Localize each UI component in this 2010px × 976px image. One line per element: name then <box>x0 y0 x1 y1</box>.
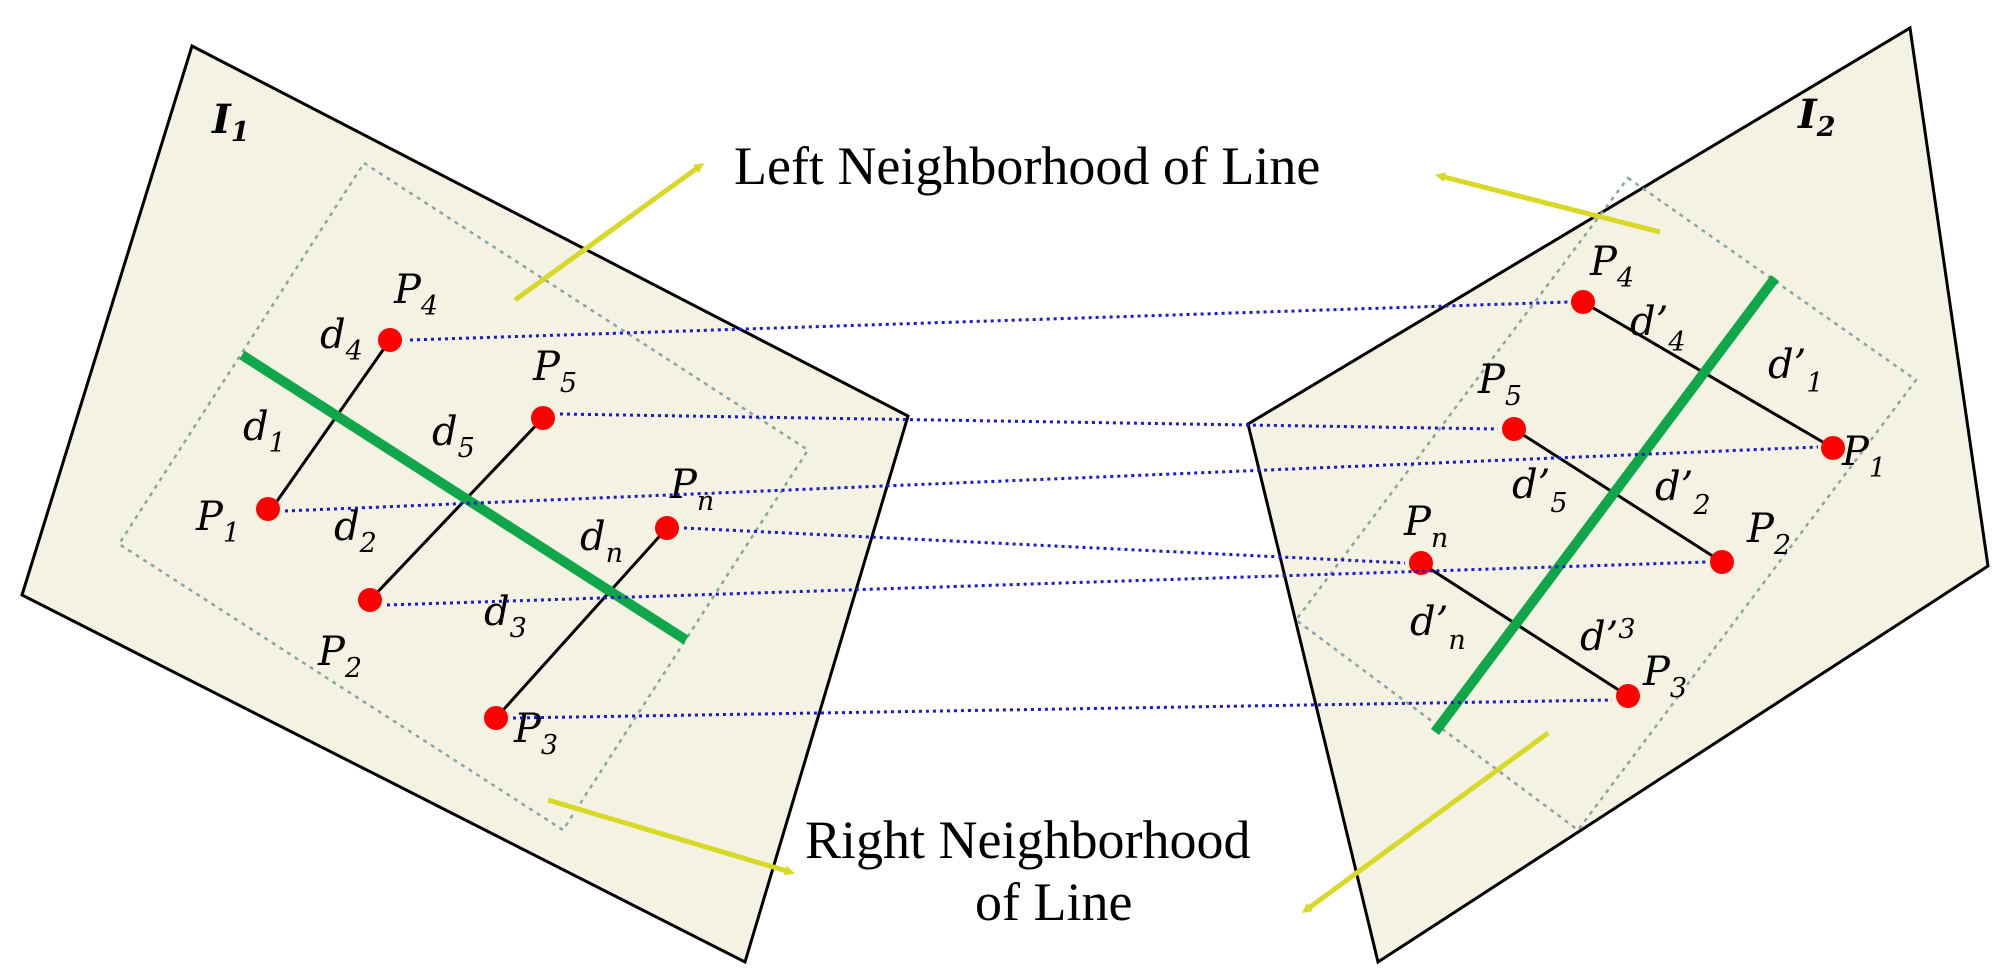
right-label-d1: d’1 <box>1768 342 1824 399</box>
left-label-d2: d2 <box>334 504 377 559</box>
left-label-d3: d3 <box>484 589 527 644</box>
right-label-p3: P3 <box>1642 649 1687 704</box>
arrow-left-neighborhood-from-i1 <box>513 163 705 303</box>
right-neighborhood-region <box>1294 176 1918 832</box>
right-point-p4 <box>1571 290 1595 314</box>
match-line-p5 <box>559 412 1499 431</box>
right-label-pn: Pn <box>1403 499 1448 554</box>
arrow-right-neighborhood-from-i2 <box>1301 730 1550 913</box>
right-point-pn <box>1409 551 1433 575</box>
match-line-pn <box>683 526 1406 565</box>
right-neighborhood-caption-line1: Right Neighborhood <box>805 810 1250 870</box>
left-d3-dn-segment <box>494 526 669 720</box>
right-label-d4: d’4 <box>1630 299 1686 358</box>
right-neighborhood-caption-line2: of Line <box>975 872 1132 932</box>
right-green-line <box>1430 275 1780 735</box>
right-image-panel: I2 P4 P5 P1 Pn P2 P3 d’4 d’1 d’5 d’2 d’n… <box>1246 25 1990 965</box>
match-line-p2 <box>386 560 1707 607</box>
right-point-p2 <box>1710 550 1734 574</box>
left-point-p5 <box>531 406 555 430</box>
left-label-dn: dn <box>580 514 623 569</box>
right-label-p4: P4 <box>1589 239 1634 294</box>
right-label-d3: d’3 <box>1580 614 1636 660</box>
left-neighborhood-region <box>117 161 810 832</box>
right-point-p3 <box>1616 684 1640 708</box>
left-neighborhood-caption: Left Neighborhood of Line <box>734 136 1320 196</box>
left-point-p1 <box>256 497 280 521</box>
right-label-dn: d’n <box>1410 599 1466 656</box>
left-image-label: I1 <box>211 96 250 148</box>
right-image-label: I2 <box>1797 91 1836 143</box>
left-d1-d4-segment <box>266 339 392 515</box>
match-line-p3 <box>512 698 1613 720</box>
right-label-p2: P2 <box>1746 506 1791 561</box>
right-label-p1: P1 <box>1841 429 1886 484</box>
left-point-p3 <box>484 706 508 730</box>
left-d2-d5-segment <box>368 416 545 602</box>
left-label-p2: P2 <box>317 629 362 684</box>
right-label-d5: d’5 <box>1512 462 1568 519</box>
arrow-left-neighborhood-from-i2 <box>1435 172 1661 235</box>
left-image-panel: I1 P4 P5 P1 Pn P2 P3 d4 d1 d5 d2 dn d3 <box>20 43 910 965</box>
left-point-p4 <box>378 328 402 352</box>
left-label-p3: P3 <box>513 706 558 761</box>
left-label-p5: P5 <box>532 344 577 399</box>
left-green-line <box>239 350 689 645</box>
left-label-d5: d5 <box>432 409 475 464</box>
left-point-pn <box>655 516 679 540</box>
right-label-d2: d’2 <box>1655 464 1711 521</box>
right-dn-d3-segment <box>1420 561 1629 698</box>
left-label-p4: P4 <box>393 267 438 322</box>
left-label-d1: d1 <box>243 404 286 459</box>
neighborhood-arrows <box>513 163 1661 913</box>
left-point-p2 <box>358 588 382 612</box>
right-point-p5 <box>1502 417 1526 441</box>
left-label-pn: Pn <box>669 462 714 517</box>
arrow-right-neighborhood-from-i1 <box>547 797 795 876</box>
right-label-p5: P5 <box>1477 357 1522 412</box>
left-label-p1: P1 <box>195 494 240 549</box>
correspondence-lines <box>284 300 1819 720</box>
right-point-p1 <box>1821 436 1845 460</box>
left-label-d4: d4 <box>320 312 363 367</box>
